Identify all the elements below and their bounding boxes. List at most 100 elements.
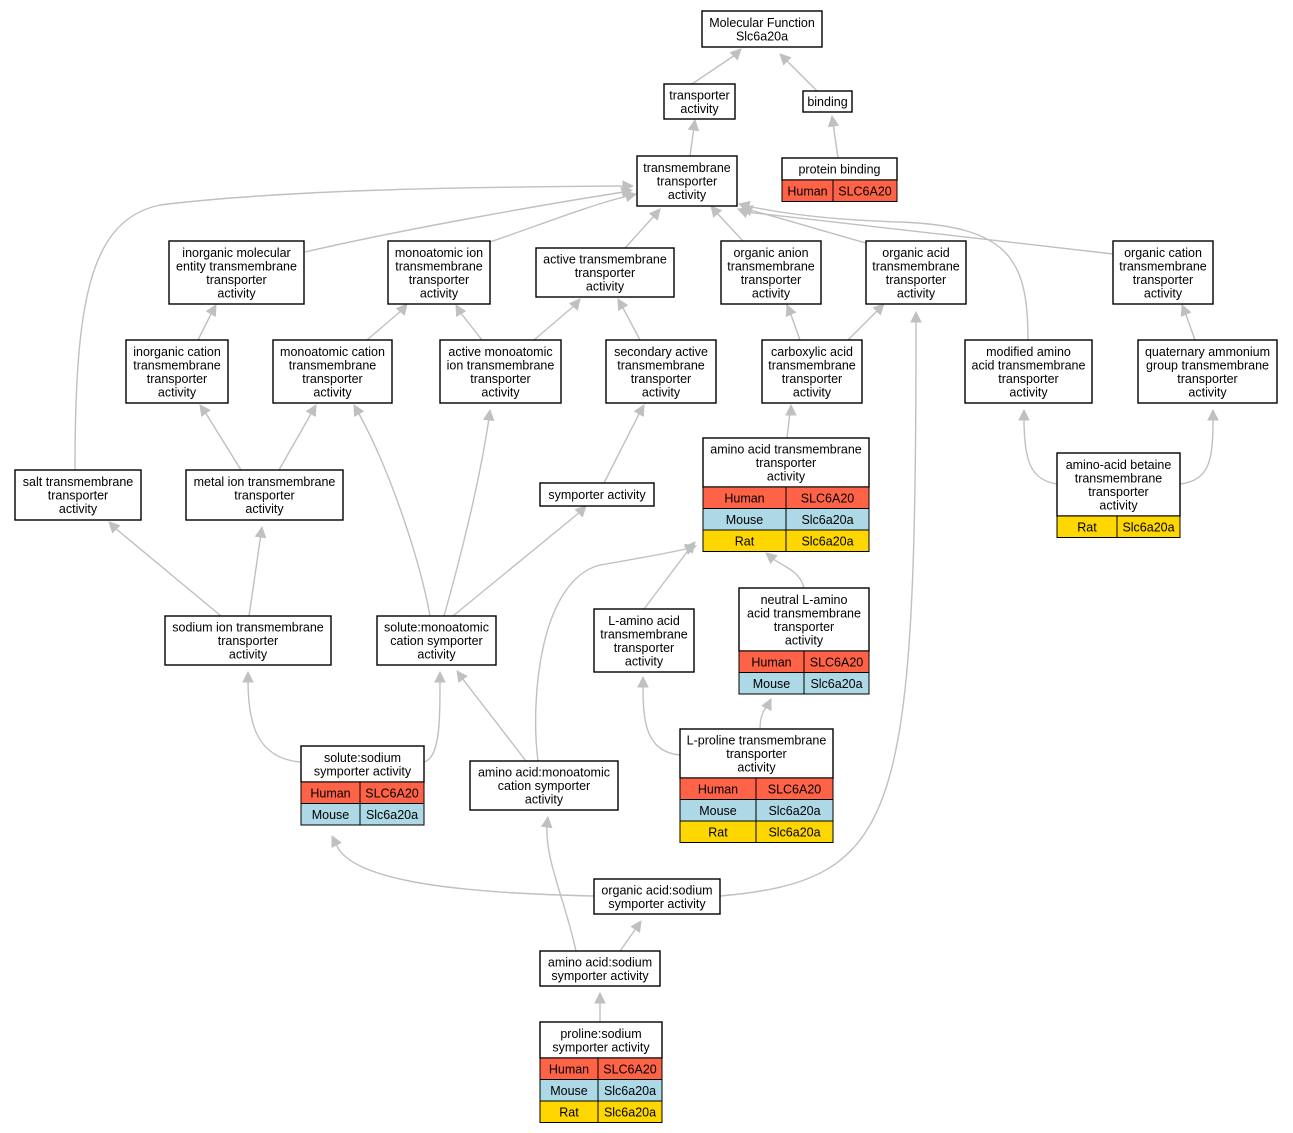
go-term-node-organic-acid[interactable]: organic acidtransmembranetransporteracti… bbox=[865, 240, 967, 305]
node-label-line: transporter bbox=[614, 641, 674, 655]
arrowhead bbox=[574, 505, 587, 518]
node-label-line: ion transmembrane bbox=[447, 358, 555, 372]
arrowhead bbox=[456, 670, 468, 683]
arrowhead bbox=[331, 835, 342, 848]
gene-label: Slc6a20a bbox=[604, 1105, 656, 1119]
go-term-node-binding[interactable]: binding bbox=[802, 90, 853, 113]
gene-cell bbox=[359, 803, 425, 826]
species-label: Rat bbox=[1077, 520, 1097, 534]
node-box bbox=[679, 728, 834, 779]
arrowhead bbox=[455, 304, 467, 317]
arrowhead bbox=[242, 670, 254, 683]
node-box bbox=[168, 240, 305, 305]
node-label-line: solute:sodium bbox=[324, 751, 401, 765]
node-label-line: modified amino bbox=[986, 345, 1071, 359]
go-term-node-aa-tm[interactable]: amino acid transmembranetransporteractiv… bbox=[702, 437, 870, 552]
arrowhead bbox=[617, 298, 629, 311]
node-label-line: carboxylic acid bbox=[771, 345, 853, 359]
node-label-line: transmembrane bbox=[617, 358, 705, 372]
node-label-line: cation symporter bbox=[498, 779, 590, 793]
node-label-line: organic acid:sodium bbox=[601, 883, 712, 897]
species-label: Human bbox=[310, 786, 350, 800]
arrowhead bbox=[482, 408, 495, 422]
node-label-line: transporter bbox=[1133, 273, 1193, 287]
node-label-line: transporter bbox=[726, 747, 786, 761]
go-term-node-l-aa[interactable]: L-amino acidtransmembranetransporteracti… bbox=[593, 608, 695, 673]
graph-edge bbox=[248, 533, 262, 617]
graph-edge bbox=[719, 319, 917, 897]
gene-label: SLC6A20 bbox=[365, 786, 419, 800]
arrowhead bbox=[729, 48, 742, 61]
go-term-node-metal-ion[interactable]: metal ion transmembranetransporteractivi… bbox=[185, 469, 344, 521]
go-term-node-organic-cation[interactable]: organic cationtransmembranetransporterac… bbox=[1112, 240, 1214, 305]
arrowhead bbox=[779, 53, 792, 66]
arrowhead bbox=[687, 118, 700, 132]
gene-cell bbox=[1116, 515, 1181, 538]
node-label-line: activity bbox=[793, 385, 832, 399]
node-label-line: activity bbox=[785, 633, 824, 647]
node-label-line: Slc6a20a bbox=[736, 29, 788, 43]
arrowhead bbox=[648, 208, 661, 221]
graph-edge bbox=[304, 191, 625, 253]
node-label-line: transporter bbox=[147, 372, 207, 386]
gene-label: Slc6a20a bbox=[801, 513, 853, 527]
node-label-line: transmembrane bbox=[133, 358, 221, 372]
node-label-line: transporter bbox=[234, 489, 294, 503]
go-term-node-monoatomic-ion[interactable]: monoatomic iontransmembranetransporterac… bbox=[387, 240, 491, 305]
node-label-line: transmembrane bbox=[395, 259, 483, 273]
go-term-node-symporter[interactable]: symporter activity bbox=[539, 482, 655, 507]
species-label: Mouse bbox=[726, 513, 764, 527]
node-label-line: transmembrane bbox=[768, 358, 856, 372]
node-label-line: activity bbox=[59, 502, 98, 516]
species-label: Human bbox=[751, 655, 791, 669]
graph-edge bbox=[619, 926, 638, 952]
gene-cell bbox=[597, 1100, 663, 1123]
species-label: Mouse bbox=[753, 677, 791, 691]
graph-edge bbox=[691, 54, 736, 85]
node-box bbox=[593, 878, 721, 915]
arrowhead bbox=[1180, 303, 1192, 317]
node-label-line: secondary active bbox=[614, 345, 708, 359]
gene-cell bbox=[832, 179, 898, 202]
go-term-node-carboxylic[interactable]: carboxylic acidtransmembranetransportera… bbox=[761, 339, 863, 404]
species-label: Human bbox=[698, 782, 738, 796]
node-box bbox=[439, 339, 562, 404]
graph-edge bbox=[489, 195, 629, 243]
node-label-line: activity bbox=[897, 286, 936, 300]
go-term-node-inorg-cation[interactable]: inorganic cationtransmembranetransporter… bbox=[125, 339, 229, 404]
go-term-node-secondary-active[interactable]: secondary activetransmembranetransporter… bbox=[605, 339, 717, 404]
go-term-node-l-proline[interactable]: L-proline transmembranetransporteractivi… bbox=[679, 728, 834, 843]
gene-label: Slc6a20a bbox=[810, 677, 862, 691]
node-label-line: transporter bbox=[1088, 485, 1148, 499]
node-label-line: activity bbox=[1144, 286, 1183, 300]
go-term-node-organic-anion[interactable]: organic aniontransmembranetransporteract… bbox=[720, 240, 822, 305]
node-label-line: transporter bbox=[409, 273, 469, 287]
go-term-node-monoatomic-cation[interactable]: monoatomic cationtransmembranetransporte… bbox=[272, 339, 393, 404]
node-label-line: solute:monoatomic bbox=[384, 621, 489, 635]
graph-edge bbox=[785, 59, 818, 92]
go-term-node-aa-betaine[interactable]: amino-acid betainetransmembranetransport… bbox=[1056, 452, 1181, 538]
node-label-line: activity bbox=[1188, 385, 1227, 399]
arrowhead bbox=[684, 543, 698, 555]
node-label-line: amino-acid betaine bbox=[1066, 458, 1172, 472]
go-term-node-sodium-ion[interactable]: sodium ion transmembranetransporteractiv… bbox=[164, 615, 332, 666]
node-label-line: activity bbox=[245, 502, 284, 516]
